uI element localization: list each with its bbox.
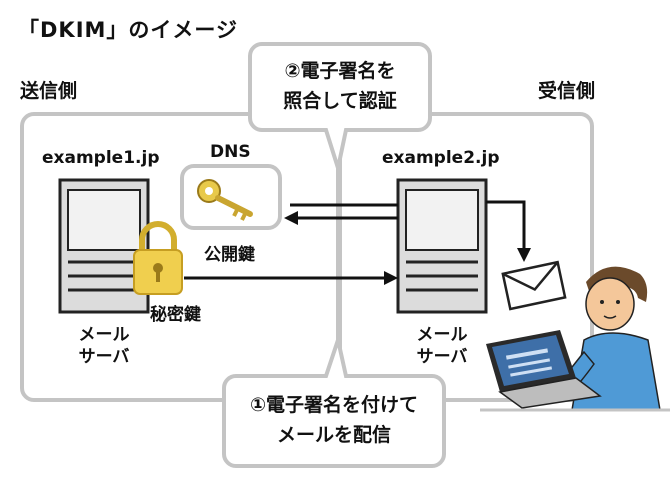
top-bubble-line1: ②電子署名を bbox=[284, 60, 396, 82]
receiver-server-icon bbox=[396, 178, 488, 314]
dns-label: DNS bbox=[210, 142, 251, 162]
bottom-bubble-text: ①電子署名を付けて メールを配信 bbox=[226, 390, 442, 450]
public-key-label: 公開鍵 bbox=[204, 245, 255, 265]
sender-server-label: メール サーバ bbox=[62, 324, 146, 368]
dns-box bbox=[180, 164, 282, 230]
mail-send-arrow bbox=[184, 271, 398, 285]
public-key-lookup-arrow bbox=[284, 203, 398, 225]
private-key-label: 秘密鍵 bbox=[150, 305, 201, 325]
laptop-icon bbox=[486, 330, 602, 409]
top-bubble-line2: 照合して認証 bbox=[283, 90, 397, 112]
sender-domain: example1.jp bbox=[42, 148, 160, 168]
top-speech-bubble bbox=[248, 42, 432, 176]
mail-delivery-arrow bbox=[486, 200, 531, 262]
receiver-server-label-line1: メール bbox=[416, 325, 468, 345]
envelope-icon bbox=[501, 260, 567, 311]
receiver-server-label: メール サーバ bbox=[400, 324, 484, 368]
padlock-icon bbox=[133, 221, 183, 295]
receiver-server-label-line2: サーバ bbox=[416, 347, 468, 367]
top-bubble-text: ②電子署名を 照合して認証 bbox=[252, 56, 428, 116]
sender-side-label: 送信側 bbox=[20, 80, 78, 102]
receiver-panel bbox=[338, 112, 594, 402]
receiver-side-label: 受信側 bbox=[538, 80, 596, 102]
page-title: 「DKIM」のイメージ bbox=[18, 18, 238, 42]
sender-server-label-line2: サーバ bbox=[78, 347, 130, 367]
receiver-domain: example2.jp bbox=[382, 148, 500, 168]
bottom-bubble-line2: メールを配信 bbox=[276, 424, 391, 446]
sender-server-label-line1: メール bbox=[78, 325, 130, 345]
key-icon bbox=[197, 179, 253, 221]
bottom-speech-bubble bbox=[222, 332, 446, 468]
bottom-bubble-line1: ①電子署名を付けて bbox=[249, 394, 419, 416]
